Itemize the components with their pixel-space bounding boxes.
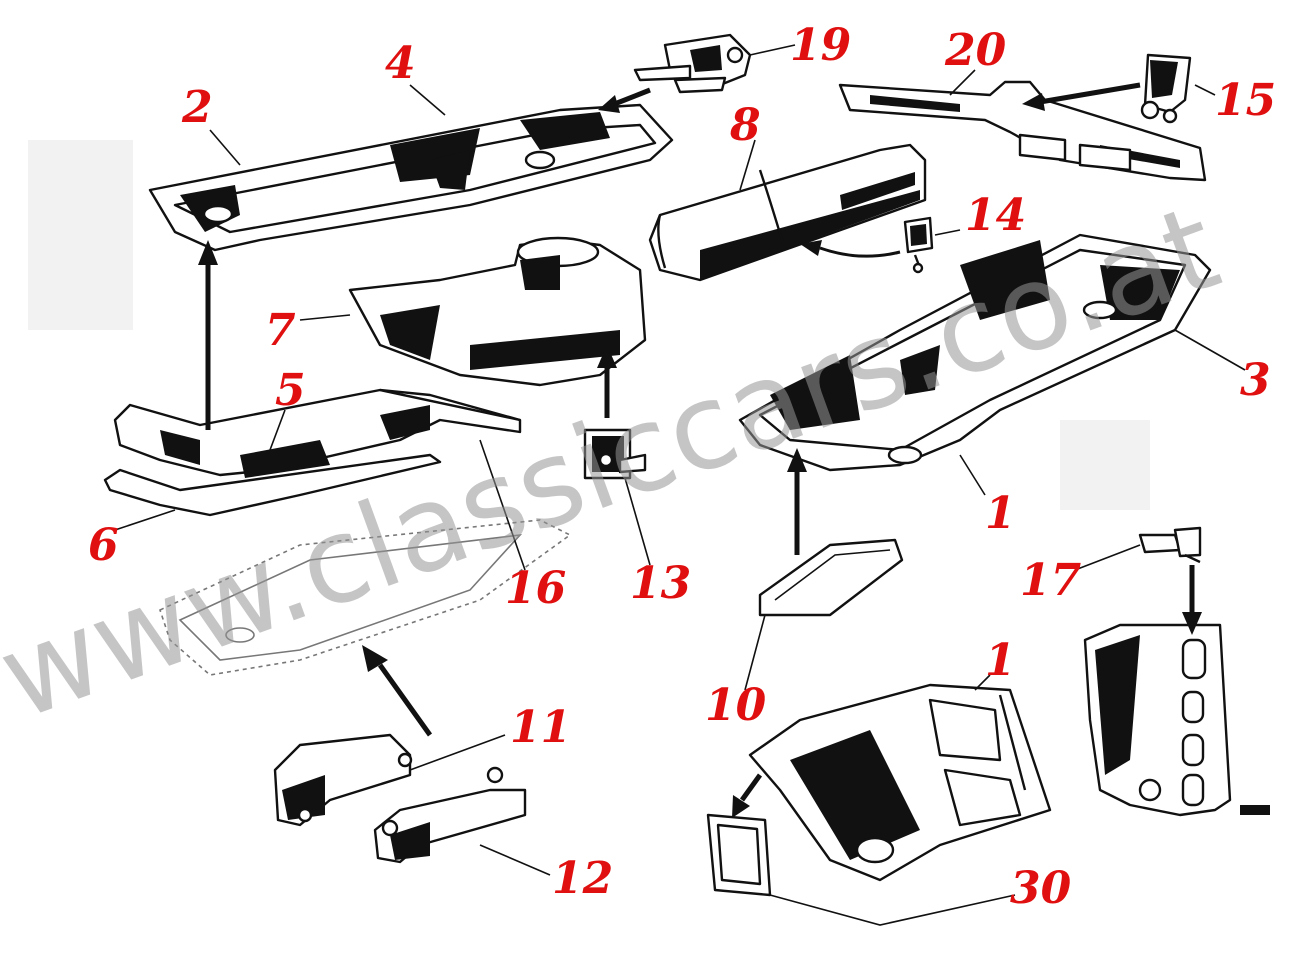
gasket-part-30 (706, 813, 772, 897)
callout-15: 15 (1215, 75, 1276, 126)
callout-5: 5 (275, 365, 306, 416)
callout-3: 3 (1240, 355, 1271, 406)
leader-lines (114, 44, 1246, 926)
callout-20: 20 (944, 25, 1007, 76)
callout-11: 11 (510, 702, 571, 753)
callout-2: 2 (181, 82, 213, 133)
rail-strip-part-6 (103, 453, 442, 517)
callout-1: 1 (985, 488, 1016, 539)
front-floor-panel (738, 233, 1212, 472)
callout-12: 12 (552, 853, 613, 904)
background-block (28, 140, 133, 330)
crossmember-part-20 (838, 80, 1207, 182)
sill-rail-part-5 (113, 388, 522, 478)
side-panel (1083, 623, 1270, 817)
box-part-12 (373, 766, 527, 864)
bracket-part-14 (903, 216, 934, 274)
callout-30: 30 (1010, 863, 1072, 914)
callout-17: 17 (1020, 555, 1082, 606)
callout-14: 14 (965, 190, 1026, 241)
callout-13: 13 (630, 558, 691, 609)
callout-10: 10 (705, 680, 767, 731)
box-part-11 (273, 733, 413, 827)
bracket-part-19 (633, 33, 752, 94)
bracket-part-13 (583, 428, 647, 480)
tunnel-cover-part-8 (648, 143, 927, 282)
callout-16: 16 (505, 563, 566, 614)
cover-plate-part-10 (758, 538, 904, 617)
heater-duct-part-7 (348, 236, 647, 387)
callout-numbers: 2 4 19 20 15 8 14 7 3 5 1 6 16 13 17 1 1… (88, 20, 1276, 914)
callout-8: 8 (729, 100, 761, 151)
floor-ghost-outline (159, 519, 572, 676)
background-block (1060, 420, 1150, 510)
callout-6: 6 (88, 520, 119, 571)
clip-part-15 (1140, 53, 1192, 124)
assembly-arrows (198, 82, 1202, 818)
clip-part-17 (1138, 526, 1202, 564)
rear-floor-panel (148, 103, 674, 252)
floor-section-part-1 (748, 683, 1052, 882)
callout-4: 4 (385, 38, 416, 89)
callout-19: 19 (790, 20, 851, 71)
callout-7: 7 (265, 305, 296, 356)
callout-1-lower: 1 (985, 635, 1016, 686)
